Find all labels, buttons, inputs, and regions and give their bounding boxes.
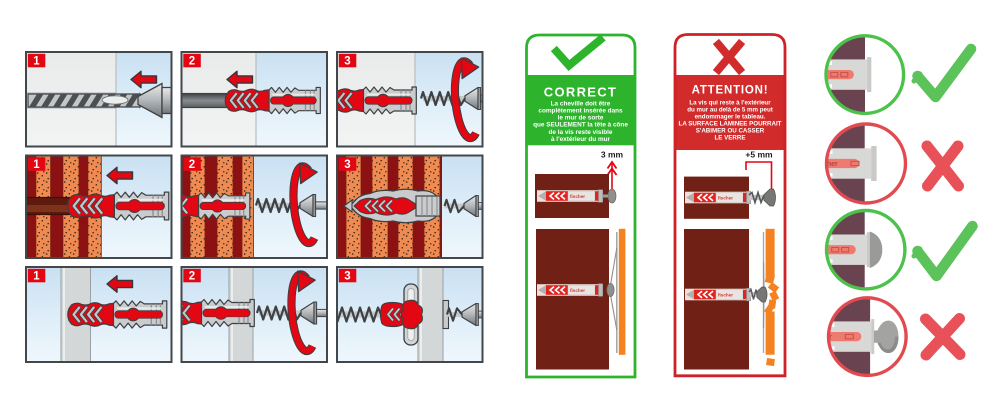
svg-text:3: 3	[344, 271, 350, 283]
svg-text:1: 1	[33, 56, 40, 68]
svg-text:3: 3	[344, 56, 350, 68]
svg-text:2: 2	[189, 56, 195, 68]
svg-text:ATTENTION!: ATTENTION!	[692, 85, 769, 97]
svg-text:de la vis reste visible: de la vis reste visible	[549, 129, 613, 136]
svg-text:fischer: fischer	[570, 194, 585, 199]
svg-text:à l'extérieur du mur: à l'extérieur du mur	[551, 136, 611, 143]
svg-text:que SEULEMENT la tête à cône: que SEULEMENT la tête à cône	[533, 122, 628, 129]
svg-text:LA SURFACE LAMINEE POURRAIT: LA SURFACE LAMINEE POURRAIT	[679, 120, 782, 127]
svg-text:La vis qui reste à l'extérieur: La vis qui reste à l'extérieur	[689, 99, 771, 106]
svg-text:fischer: fischer	[718, 292, 733, 297]
svg-text:fischer: fischer	[718, 195, 733, 200]
svg-text:2: 2	[189, 271, 195, 283]
svg-text:CORRECT: CORRECT	[544, 85, 617, 100]
svg-text:3: 3	[344, 159, 350, 171]
svg-text:1: 1	[33, 159, 40, 171]
svg-text:cher: cher	[823, 161, 838, 168]
svg-text:complètement insérée dans: complètement insérée dans	[538, 108, 623, 115]
svg-text:+5 mm: +5 mm	[745, 150, 773, 160]
svg-text:endommager le tableau.: endommager le tableau.	[695, 113, 766, 120]
svg-text:1: 1	[33, 271, 40, 283]
svg-text:du mur au delà de 5 mm peut: du mur au delà de 5 mm peut	[687, 106, 773, 113]
svg-text:or: or	[825, 334, 832, 341]
svg-text:La cheville doit être: La cheville doit être	[551, 100, 611, 107]
svg-text:3 mm: 3 mm	[601, 150, 624, 160]
svg-text:le mur de sorte: le mur de sorte	[558, 115, 604, 122]
svg-text:S'ABIMER OU CASSER: S'ABIMER OU CASSER	[696, 127, 765, 134]
svg-text:fischer: fischer	[570, 288, 585, 293]
svg-text:2: 2	[189, 159, 195, 171]
svg-text:LE VERRE: LE VERRE	[715, 134, 746, 141]
